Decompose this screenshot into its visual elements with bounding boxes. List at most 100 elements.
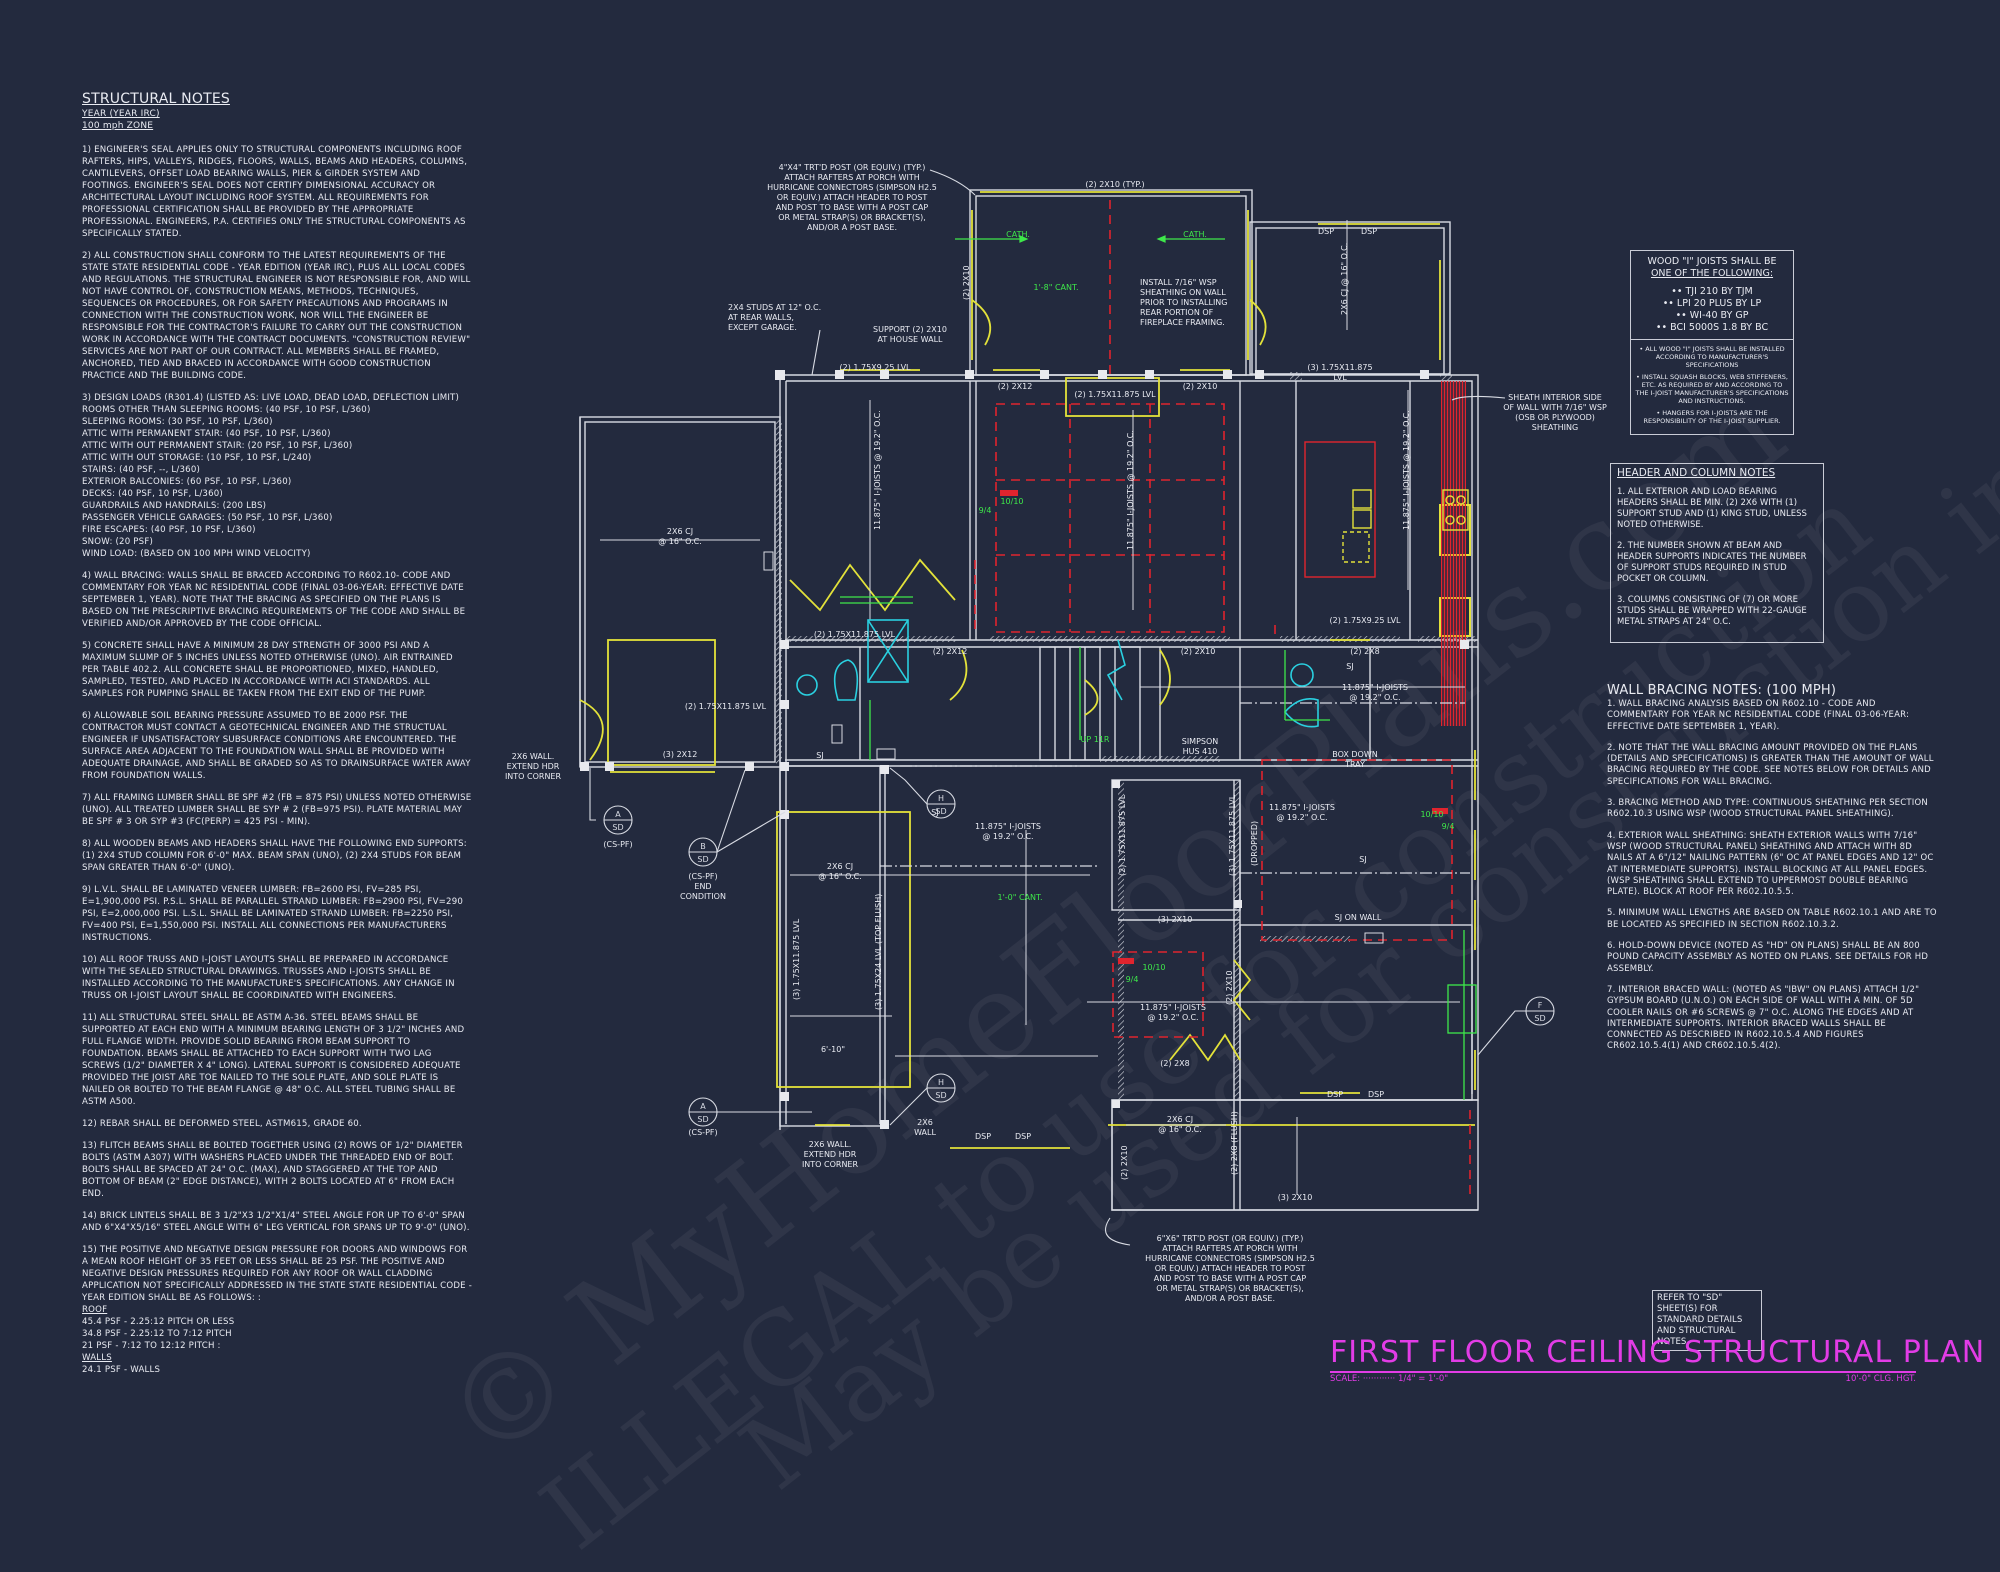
note-item: 6) ALLOWABLE SOIL BEARING PRESSURE ASSUM…: [82, 711, 471, 781]
porch-2x10-left: (2) 2x10: [1120, 1145, 1129, 1180]
header-notes-title: HEADER AND COLUMN NOTES: [1617, 467, 1776, 479]
box-down-tray-label: BOX DOWN TRAY: [1332, 750, 1378, 769]
dsp-label: DSP: [1367, 1090, 1385, 1099]
svg-text:H: H: [938, 1078, 944, 1087]
svg-text:A: A: [615, 810, 621, 819]
floor-plan-drawing: ASD BSD ASD HSD HSD FSD: [579, 169, 1555, 1246]
note-item: 1) ENGINEER'S SEAL APPLIES ONLY TO STRUC…: [82, 145, 468, 239]
svg-text:SD: SD: [612, 823, 623, 832]
svg-text:SD: SD: [697, 855, 708, 864]
note-item: 5) CONCRETE SHALL HAVE A MINIMUM 28 DAY …: [82, 641, 453, 699]
bracing-note: 4. EXTERIOR WALL SHEATHING: SHEATH EXTER…: [1607, 830, 1934, 898]
header-note: 1. ALL EXTERIOR AND LOAD BEARING HEADERS…: [1617, 487, 1807, 530]
note-item: 8) ALL WOODEN BEAMS AND HEADERS SHALL HA…: [82, 839, 467, 873]
bracing-note: 2. NOTE THAT THE WALL BRACING AMOUNT PRO…: [1607, 742, 1934, 787]
header-note: 2. THE NUMBER SHOWN AT BEAM AND HEADER S…: [1617, 541, 1807, 584]
bracing-note: 1. WALL BRACING ANALYSIS BASED ON R602.1…: [1607, 699, 1910, 732]
detail-note: (CS-PF): [688, 1128, 718, 1137]
i-joist-span-label: 11.875" I-JOISTS @ 19.2" O.C.: [873, 410, 882, 530]
wind-zone: 100 mph ZONE: [82, 121, 154, 131]
i-joist-note: • INSTALL SQUASH BLOCKS, WEB STIFFENERS,…: [1635, 373, 1789, 405]
i-joist-title: WOOD "I" JOISTS SHALL BE: [1647, 256, 1777, 267]
i-joist-span-label: 11.875" I-JOISTS @ 19.2" O.C.: [1126, 430, 1135, 550]
detail-note: (CS-PF): [603, 840, 633, 849]
note-item: 15) THE POSITIVE AND NEGATIVE DESIGN PRE…: [82, 1245, 473, 1303]
porch-ceiling-joist: 2x6 CJ @ 16" O.C.: [1340, 242, 1349, 315]
ratio-label: 9/4: [1125, 975, 1139, 984]
dimension-label: 6'-10": [820, 1045, 846, 1054]
garage-ceiling-joist-2: 2x6 CJ @ 16" O.C.: [818, 862, 862, 881]
i-joist-subtitle: ONE OF THE FOLLOWING:: [1650, 268, 1774, 279]
strong-joist-label: SJ: [1359, 855, 1367, 864]
fireplace-lvl-label: (2) 1.75x11.875 LVL: [1074, 390, 1156, 399]
simpson-hanger-note: SIMPSON HUS 410: [1181, 737, 1219, 756]
sheath-interior-note: SHEATH INTERIOR SIDE OF WALL WITH 7/16" …: [1503, 393, 1607, 432]
note-item: 14) BRICK LINTELS SHALL BE 3 1/2"x3 1/2"…: [82, 1211, 470, 1233]
porch-ceiling-joist-bottom: 2x6 CJ @ 16" O.C.: [1158, 1115, 1202, 1134]
sj-on-wall-label: SJ ON WALL: [1334, 913, 1382, 922]
walls-item: 24.1 PSF - WALLS: [82, 1365, 161, 1375]
rear-lvl-label: (3) 1.75x11.875 LVL: [1307, 363, 1373, 382]
fireplace-stack: [1441, 381, 1466, 726]
bath-lvl-label: (2) 1.75x11.875 LVL: [813, 630, 896, 639]
garage-outline: [579, 416, 781, 768]
structural-notes: STRUCTURAL NOTES YEAR (YEAR IRC) 100 mph…: [82, 90, 472, 1376]
svg-text:H: H: [938, 794, 944, 803]
wall-2x6-note: 2x6 WALL: [914, 1118, 936, 1137]
support-house-wall-note: SUPPORT (2) 2x10 AT HOUSE WALL: [873, 325, 947, 344]
svg-text:F: F: [1538, 1001, 1543, 1010]
dsp-label: DSP: [1014, 1132, 1032, 1141]
porch-header-label: (2) 2x10 (TYP.): [1085, 180, 1145, 189]
ratio-label: 10/10: [1142, 963, 1166, 972]
code-year: YEAR (YEAR IRC): [82, 109, 160, 119]
note-item: 4) WALL BRACING: WALLS SHALL BE BRACED A…: [82, 571, 466, 629]
note-item: 7) ALL FRAMING LUMBER SHALL BE SPF #2 (F…: [82, 793, 472, 827]
ceiling-height: 10'-0" CLG. HGT.: [1845, 1374, 1916, 1384]
lvl-vertical-label: (3) 1.75x11.875 LVL: [1228, 794, 1237, 876]
ratio-label: 9/4: [1441, 822, 1455, 831]
rear-lvl-label: (2) 1.75x9.25 LVL: [839, 363, 911, 372]
svg-text:SD: SD: [697, 1115, 708, 1124]
i-joist-span-label: 11.875" I-JOISTS @ 19.2" O.C.: [1342, 683, 1408, 702]
header-note: 3. COLUMNS CONSISTING OF (7) OR MORE STU…: [1617, 595, 1807, 627]
garage-ceiling-joist: 2x6 CJ @ 16" O.C.: [658, 527, 702, 546]
roof-item: 21 PSF - 7:12 TO 12:12 PITCH :: [82, 1341, 221, 1351]
svg-text:B: B: [700, 842, 706, 851]
header-2x10: (2) 2x10: [1182, 382, 1218, 391]
header-3-2x10: (3) 2x10: [1157, 915, 1193, 924]
bracing-note: 3. BRACING METHOD AND TYPE: CONTINUOUS S…: [1607, 798, 1928, 820]
porch-flush-label: (2) 2x8 (FLUSH): [1230, 1111, 1239, 1175]
porch-post-note-top: 4"x4" TRT'D POST (OR EQUIV.) (TYP.) ATTA…: [767, 163, 937, 232]
roof-item: 34.8 PSF - 2.25:12 TO 7:12 PITCH: [82, 1329, 232, 1339]
dsp-label: DSP: [1326, 1090, 1344, 1099]
garage-lvl-vertical: (3) 1.75x11.875 LVL: [792, 918, 801, 1000]
i-joist-span-label: 11.875" I-JOISTS @ 19.2" O.C.: [1140, 1003, 1206, 1022]
note-item: 10) ALL ROOF TRUSS AND I-JOIST LAYOUTS S…: [82, 955, 455, 1001]
i-joist-option: •• LPI 20 PLUS BY LP: [1662, 298, 1762, 309]
i-joist-option: •• TJI 210 BY TJM: [1671, 286, 1753, 297]
sheet-title: FIRST FLOOR CEILING STRUCTURAL PLAN: [1330, 1335, 1986, 1370]
strong-joist-label: SJ: [816, 751, 824, 760]
bracing-note: 7. INTERIOR BRACED WALL: (NOTED AS "IBW"…: [1607, 984, 1920, 1052]
lvl-vertical-label: (2) 1.75x11.875 LVL: [1118, 794, 1127, 876]
dsp-label: DSP: [974, 1132, 992, 1141]
header-2x8-b: (2) 2x8: [1160, 1059, 1190, 1068]
strong-joist-label: SJ: [931, 808, 939, 817]
structural-notes-title: STRUCTURAL NOTES: [82, 91, 230, 107]
wall-bracing-notes: WALL BRACING NOTES: (100 MPH) 1. WALL BR…: [1607, 683, 1937, 1063]
cathedral-label-left: CATH.: [1006, 230, 1030, 239]
header-column-notes-box: HEADER AND COLUMN NOTES 1. ALL EXTERIOR …: [1610, 463, 1824, 643]
garage-lvl-vertical: (3) 1.75x24 LVL (TOP FLUSH): [874, 893, 883, 1010]
svg-text:SD: SD: [935, 1091, 946, 1100]
dsp-label: DSP: [1360, 227, 1378, 236]
header-2x12-b: (2) 2x12: [932, 647, 968, 656]
i-joist-span-label: 11.875" I-JOISTS @ 19.2" O.C.: [1269, 803, 1335, 822]
header-2x10-b: (2) 2x10: [1180, 647, 1216, 656]
cathedral-label-right: CATH.: [1183, 230, 1207, 239]
strong-joist-label: SJ: [1346, 662, 1354, 671]
bracing-note: 5. MINIMUM WALL LENGTHS ARE BASED ON TAB…: [1607, 908, 1937, 930]
install-wsp-note: INSTALL 7/16" WSP SHEATHING ON WALL PRIO…: [1140, 278, 1228, 327]
note-item: 2) ALL CONSTRUCTION SHALL CONFORM TO THE…: [82, 251, 471, 381]
i-joist-note: • ALL WOOD "I" JOISTS SHALL BE INSTALLED…: [1639, 345, 1785, 369]
i-joist-note: • HANGERS FOR I-JOISTS ARE THE RESPONSIB…: [1643, 409, 1781, 425]
